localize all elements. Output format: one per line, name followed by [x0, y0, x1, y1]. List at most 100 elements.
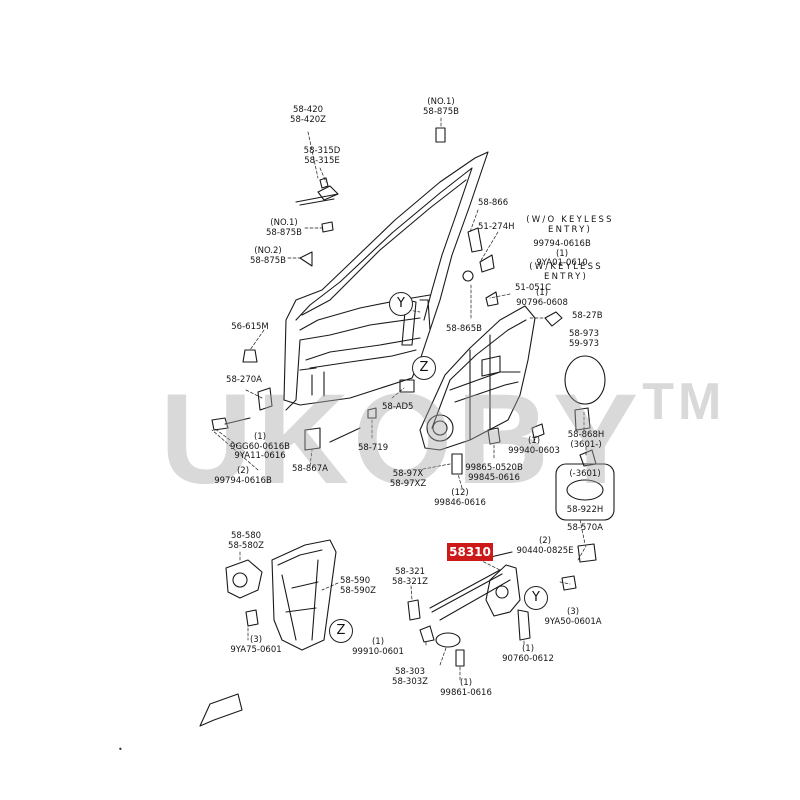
part-label-line: 58-875B [423, 106, 459, 117]
part-label-line: 90796-0608 [516, 297, 568, 308]
part-label-line: (W/KEYLESS [529, 262, 603, 272]
part-label-line: 99846-0616 [434, 497, 486, 508]
highlighted-part-number[interactable]: 58310 [447, 543, 493, 561]
part-label-line: 58-580 [230, 531, 262, 541]
part-label-line: (NO.1) [427, 97, 455, 107]
part-label: 56-615M [231, 322, 269, 333]
part-label-line: 58-27B [572, 311, 603, 321]
part-label: 58-865B [446, 324, 482, 335]
part-label-line: (NO.2) [254, 246, 282, 256]
exterior-handle [295, 177, 339, 206]
part-label: (NO.2)58-875B [250, 246, 286, 266]
part-label: (12)99846-0616 [434, 488, 486, 508]
part-label-line: 9YA11-0616 [234, 451, 286, 461]
part-label-line: (3) [249, 635, 263, 645]
part-label-line: 58-97XZ [389, 478, 427, 489]
part-label: 58-AD5 [382, 402, 413, 413]
part-label: (2)90440-0825E [516, 536, 574, 556]
part-label-line: (3601-) [570, 439, 602, 450]
part-label: 58-570A [567, 523, 603, 534]
front-arrow [199, 693, 243, 727]
door-frame [283, 151, 489, 411]
part-label-line: 90440-0825E [516, 545, 574, 556]
part-label-line: 58-315D [303, 146, 341, 156]
part-label-line: 99910-0601 [352, 646, 404, 657]
cover-cap [544, 311, 563, 327]
part-label: 51-051C [515, 283, 552, 294]
callout-y: Y [389, 292, 413, 316]
part-label-line: (-3601) [569, 469, 601, 479]
part-label-line: 58-922H [566, 505, 604, 515]
part-label: (1)99940-0603 [508, 436, 560, 456]
part-label: (3)9YA75-0601 [230, 635, 282, 655]
part-label-line: 58-270A [226, 375, 262, 385]
part-label: (NO.1)58-875B [423, 97, 459, 117]
panel-cover [564, 355, 606, 405]
part-label-line: 58-875B [250, 255, 286, 266]
part-label-line: (1) [535, 288, 549, 298]
part-label-line: ENTRY) [547, 224, 592, 235]
callout-y: Y [524, 586, 548, 610]
part-label: (-3601) [569, 469, 601, 480]
part-label: 58-719 [358, 443, 389, 454]
part-label-line: 9YA75-0601 [230, 644, 282, 655]
part-label-line: 58-865B [446, 324, 482, 334]
part-label-line: (3) [566, 607, 580, 617]
part-label-line: (1) [371, 637, 385, 647]
callout-z: Z [329, 619, 353, 643]
callout-z: Z [412, 356, 436, 380]
part-label: (1)90760-0612 [502, 644, 554, 664]
part-label-line: 99794-0616B [533, 239, 591, 249]
part-label-line: (W/O KEYLESS [526, 215, 614, 225]
part-label-line: (2) [236, 466, 250, 476]
part-label: 99794-0616B(1)9YA01-0610 [533, 239, 591, 269]
part-label-line: 9YA01-0610 [536, 258, 588, 268]
part-label-line: 56-615M [231, 322, 269, 332]
part-label-line: 9GG60-0616B [230, 441, 290, 452]
part-label-line: 58-420Z [290, 114, 326, 125]
part-label-line: 99940-0603 [508, 445, 560, 456]
door-trim-panel [419, 305, 536, 451]
part-label-line: 58-570A [567, 523, 603, 533]
part-label-line: 58-580Z [228, 540, 264, 551]
part-label-line: (1) [459, 678, 473, 688]
part-label: (1)90796-0608 [516, 288, 568, 308]
part-label-line: (12) [451, 488, 469, 498]
part-label-line: 58-868H [567, 430, 605, 440]
part-label: 58-866 [478, 198, 508, 209]
part-label: 58-867A [292, 464, 328, 475]
part-label-line: 90760-0612 [502, 653, 554, 664]
part-label-line: ENTRY) [544, 271, 588, 282]
part-label-line: 58-590Z [340, 585, 376, 596]
part-label: 58-868H(3601-) [567, 430, 605, 450]
part-label-line: 51-274H [478, 222, 515, 232]
part-label-line: 58-315E [304, 155, 340, 166]
part-label: (1)99910-0601 [352, 637, 404, 657]
part-label-line: 99865-0520B [465, 463, 523, 473]
part-label-line: 99845-0616 [468, 472, 520, 483]
part-label-line: 58-321Z [392, 576, 428, 587]
keyless-box [555, 463, 615, 521]
part-label-line: 59-973 [568, 338, 600, 349]
part-label-line: 51-051C [515, 283, 552, 293]
door-latch [407, 543, 597, 667]
part-label-line: 99861-0616 [440, 687, 492, 698]
part-label: (1)99861-0616 [440, 678, 492, 698]
part-label-line: (1) [253, 432, 267, 442]
part-label-line: 58-303Z [392, 676, 428, 687]
part-label-line: 58-97X [392, 469, 424, 479]
part-label-line: (NO.1) [270, 218, 298, 228]
part-label: 58-27B [572, 311, 603, 322]
part-label-line: (1) [521, 644, 535, 654]
part-label: (2)99794-0616B [214, 466, 272, 486]
part-label-line: 99794-0616B [214, 475, 272, 486]
part-label-line: 58-719 [358, 443, 389, 453]
